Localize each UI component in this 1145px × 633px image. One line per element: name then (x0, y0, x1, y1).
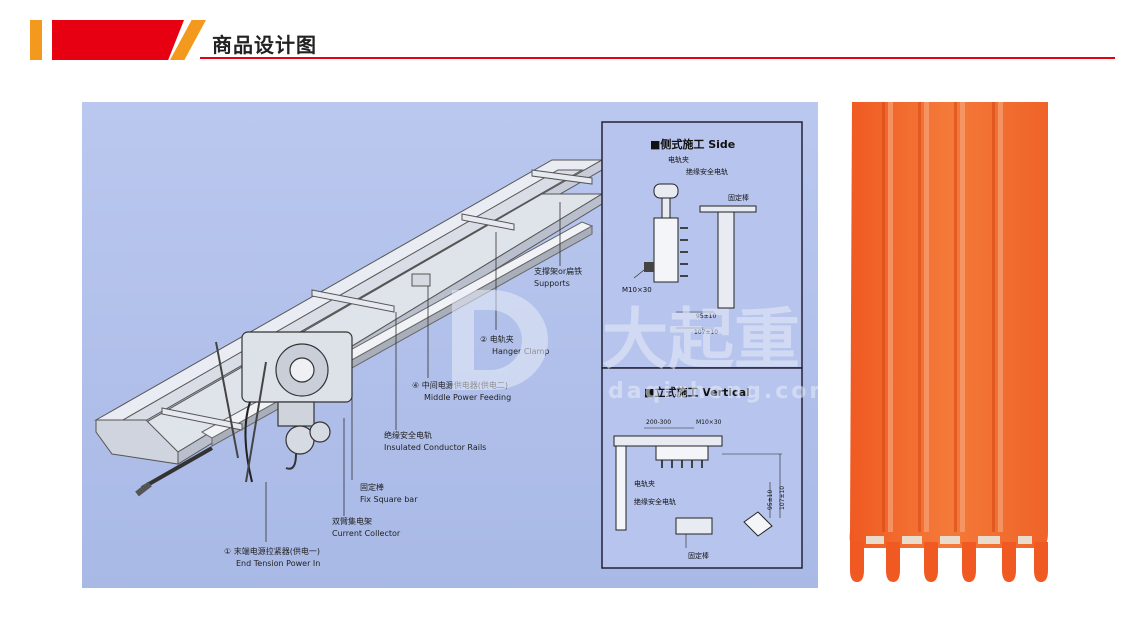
rail-copper-inserts (866, 536, 1032, 544)
header-accent-bar (30, 20, 42, 60)
vertical-clamp-label: 电轨夹 (634, 479, 655, 488)
tension-end (135, 481, 152, 497)
side-dim2: 107±10 (694, 329, 718, 336)
vertical-dim1: 95±10 (767, 490, 774, 510)
label-end-en: End Tension Power In (236, 559, 320, 568)
label-supports-cn: 支撑架or扁铁 (534, 266, 582, 276)
watermark-brand: 大起重 (602, 301, 800, 378)
side-installation-panel: ■侧式施工 Side 电轨夹 (601, 121, 803, 369)
leader-lines (265, 202, 561, 542)
label-fix-en: Fix Square bar (360, 495, 418, 504)
feed-cable (244, 401, 253, 483)
middle-feed-box (411, 273, 431, 287)
tension-cable (141, 446, 213, 490)
label-rails-cn: 绝缘安全电轨 (384, 430, 432, 440)
side-panel-title: ■侧式施工 Side (650, 137, 735, 151)
vertical-installation-panel: ■立式施工 Vertical (601, 367, 803, 569)
vertical-bolt-label: M10×30 (696, 419, 722, 426)
current-collector (241, 331, 353, 470)
label-end-cn: ① 末端电源拉紧器(供电一) (224, 546, 320, 556)
side-bar-label: 固定棒 (728, 193, 749, 202)
label-hanger-cn: ② 电轨夹 (480, 334, 514, 344)
installation-diagram: 支撑架or扁铁 Supports ② 电轨夹 Hanger Clamp ④ 中间… (82, 102, 818, 588)
watermark: 大起重 daqizhong.com (452, 290, 818, 404)
support-brackets (161, 169, 593, 431)
rail-fins (850, 542, 1048, 582)
watermark-url: daqizhong.com (608, 379, 818, 404)
vertical-span-label: 200-300 (646, 419, 671, 426)
vertical-panel-title: ■立式施工 Vertical (644, 385, 750, 399)
rail-ridges (888, 102, 1003, 532)
vertical-dim2: 107±10 (779, 486, 786, 510)
section-header: 商品设计图 (0, 0, 1145, 70)
label-supports-en: Supports (534, 279, 570, 288)
strut-2 (245, 361, 267, 483)
label-collector-en: Current Collector (332, 529, 401, 538)
side-bolt-label: M10×30 (622, 286, 652, 294)
header-divider (200, 57, 1115, 59)
label-fix-cn: 固定棒 (360, 482, 384, 492)
label-middle-en: Middle Power Feeding (424, 393, 511, 402)
strut-1 (215, 341, 239, 459)
header-red-block (52, 20, 184, 60)
label-collector-cn: 双臂集电架 (332, 516, 372, 526)
side-rail-label: 绝缘安全电轨 (686, 167, 728, 176)
section-title: 商品设计图 (212, 33, 317, 57)
rail-profile-photo (842, 102, 1055, 588)
side-dim1: 95±10 (696, 313, 716, 320)
label-rails-en: Insulated Conductor Rails (384, 443, 486, 452)
rail-body (849, 102, 1048, 548)
vertical-rail-label: 绝缘安全电轨 (634, 497, 676, 506)
side-clamp-label: 电轨夹 (668, 155, 689, 164)
side-bolt (644, 262, 654, 272)
vertical-bar-label: 固定棒 (688, 551, 709, 560)
